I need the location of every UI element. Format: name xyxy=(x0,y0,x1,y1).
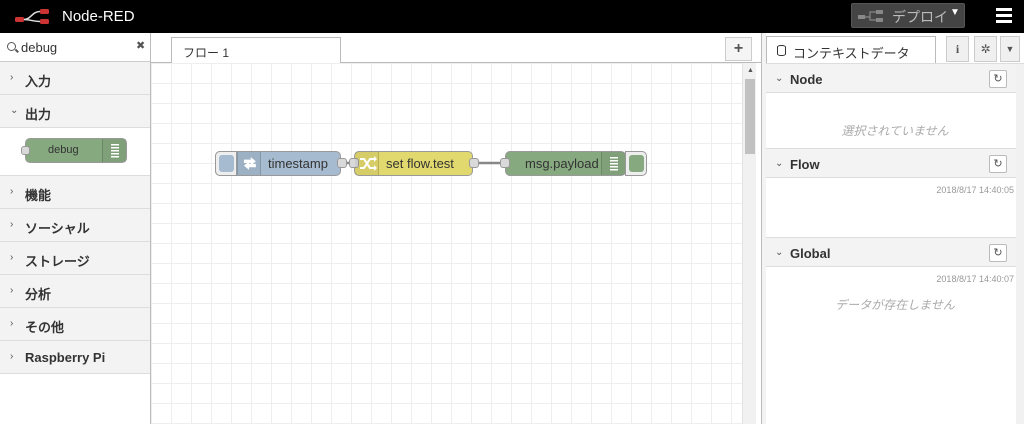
section-header[interactable]: ⌄ Node ↻ xyxy=(766,63,1024,93)
search-icon xyxy=(7,42,16,51)
hamburger-icon[interactable] xyxy=(996,8,1012,24)
chevron-down-icon: ⌄ xyxy=(775,158,784,169)
category-social[interactable]: › ソーシャル xyxy=(0,209,150,242)
category-output[interactable]: ⌄ 出力 xyxy=(0,95,150,128)
shuffle-icon xyxy=(355,152,379,175)
global-timestamp: 2018/8/17 14:40:07 xyxy=(936,274,1014,284)
chevron-down-icon: ⌄ xyxy=(775,73,784,84)
chevron-right-icon: › xyxy=(10,186,14,197)
category-label: 入力 xyxy=(25,74,52,89)
deploy-label: デプロイ xyxy=(892,9,948,25)
chevron-right-icon: › xyxy=(10,285,14,296)
deploy-flow-icon xyxy=(858,10,883,22)
flow-node-change[interactable]: set flow.test xyxy=(349,151,479,176)
section-header[interactable]: ⌄ Flow ↻ xyxy=(766,148,1024,178)
context-section-global: ⌄ Global ↻ 2018/8/17 14:40:07 データが存在しません xyxy=(766,237,1024,327)
node-palette: ✖ › 入力 ⌄ 出力 debug › 機能 › ソーシャル › ストレージ ›… xyxy=(0,33,151,424)
category-label: 出力 xyxy=(25,107,52,122)
tab-context-data[interactable]: コンテキストデータ xyxy=(766,36,936,65)
section-title: Flow xyxy=(790,157,820,172)
header-bar: Node-RED デプロイ ▼ xyxy=(0,0,1024,33)
refresh-icon[interactable]: ↻ xyxy=(989,70,1007,88)
palette-node-label: debug xyxy=(48,144,79,156)
caret-down-icon[interactable]: ▼ xyxy=(1000,36,1020,62)
chevron-right-icon: › xyxy=(10,72,14,83)
category-raspberry-pi[interactable]: › Raspberry Pi xyxy=(0,341,150,374)
clear-search-icon[interactable]: ✖ xyxy=(136,40,146,52)
tab-flow-1[interactable]: フロー 1 xyxy=(171,37,341,64)
chevron-down-icon: ⌄ xyxy=(775,247,784,258)
context-section-node: ⌄ Node ↻ 選択されていません xyxy=(766,63,1024,147)
deploy-button[interactable]: デプロイ ▼ xyxy=(851,3,965,28)
context-section-flow: ⌄ Flow ↻ 2018/8/17 14:40:05 xyxy=(766,148,1024,236)
palette-node-debug[interactable]: debug xyxy=(21,138,127,163)
section-title: Node xyxy=(790,72,823,87)
app-title: Node-RED xyxy=(62,8,135,25)
input-port[interactable] xyxy=(349,158,359,168)
chevron-right-icon: › xyxy=(10,219,14,230)
sidebar-tabbar: コンテキストデータ i ✲ ▼ xyxy=(766,33,1024,65)
sidebar: コンテキストデータ i ✲ ▼ ⌄ Node ↻ 選択されていません ⌄ Flo… xyxy=(766,33,1024,424)
category-other[interactable]: › その他 xyxy=(0,308,150,341)
category-label: Raspberry Pi xyxy=(25,350,106,365)
input-port[interactable] xyxy=(500,158,510,168)
category-label: その他 xyxy=(25,320,65,335)
inject-arrow-icon xyxy=(237,152,261,175)
debug-list-icon xyxy=(601,152,625,175)
workspace-tabbar: フロー 1 + xyxy=(151,33,761,64)
category-label: 機能 xyxy=(25,188,52,203)
output-port[interactable] xyxy=(469,158,479,168)
database-icon xyxy=(777,45,786,56)
info-icon[interactable]: i xyxy=(946,36,969,62)
flow-timestamp: 2018/8/17 14:40:05 xyxy=(936,185,1014,195)
category-label: 分析 xyxy=(25,287,52,302)
flow-canvas[interactable]: timestamp set flow.test msg.payload xyxy=(151,63,742,424)
category-input[interactable]: › 入力 xyxy=(0,62,150,95)
input-port xyxy=(21,146,30,155)
refresh-icon[interactable]: ↻ xyxy=(989,244,1007,262)
debug-list-icon xyxy=(102,139,126,162)
debug-toggle-button[interactable] xyxy=(625,151,647,176)
flow-node-debug[interactable]: msg.payload xyxy=(500,151,626,176)
empty-message: 選択されていません xyxy=(841,124,949,138)
caret-down-icon[interactable]: ▼ xyxy=(950,7,960,18)
category-analysis[interactable]: › 分析 xyxy=(0,275,150,308)
category-function[interactable]: › 機能 xyxy=(0,176,150,209)
chevron-right-icon: › xyxy=(10,351,14,362)
inject-button[interactable] xyxy=(215,151,237,176)
scrollbar-thumb[interactable] xyxy=(745,79,755,154)
sidebar-scrollbar[interactable] xyxy=(1016,64,1024,424)
node-red-logo-icon xyxy=(15,9,49,24)
node-label: set flow.test xyxy=(386,156,454,171)
section-header[interactable]: ⌄ Global ↻ xyxy=(766,237,1024,267)
chevron-right-icon: › xyxy=(10,252,14,263)
empty-message: データが存在しません xyxy=(835,298,955,312)
workspace: フロー 1 + timestamp set flow.test xyxy=(151,33,761,424)
canvas-vertical-scrollbar[interactable]: ▲ xyxy=(742,63,756,424)
scroll-up-icon[interactable]: ▲ xyxy=(747,67,754,74)
refresh-icon[interactable]: ↻ xyxy=(989,155,1007,173)
node-label: timestamp xyxy=(268,156,328,171)
sidebar-splitter[interactable] xyxy=(761,33,766,424)
add-flow-button[interactable]: + xyxy=(725,37,752,61)
tab-label: コンテキストデータ xyxy=(793,46,910,61)
palette-search-input[interactable] xyxy=(21,38,121,56)
palette-search: ✖ xyxy=(0,33,150,62)
section-title: Global xyxy=(790,246,831,261)
chevron-down-icon: ⌄ xyxy=(10,105,19,116)
output-port[interactable] xyxy=(337,158,347,168)
category-storage[interactable]: › ストレージ xyxy=(0,242,150,275)
category-label: ソーシャル xyxy=(25,221,90,236)
node-label: msg.payload xyxy=(525,156,599,171)
bug-icon[interactable]: ✲ xyxy=(974,36,997,62)
wires xyxy=(341,161,505,165)
chevron-right-icon: › xyxy=(10,318,14,329)
category-output-content: debug xyxy=(0,128,150,176)
tab-label: フロー 1 xyxy=(183,46,230,60)
category-label: ストレージ xyxy=(25,254,90,269)
